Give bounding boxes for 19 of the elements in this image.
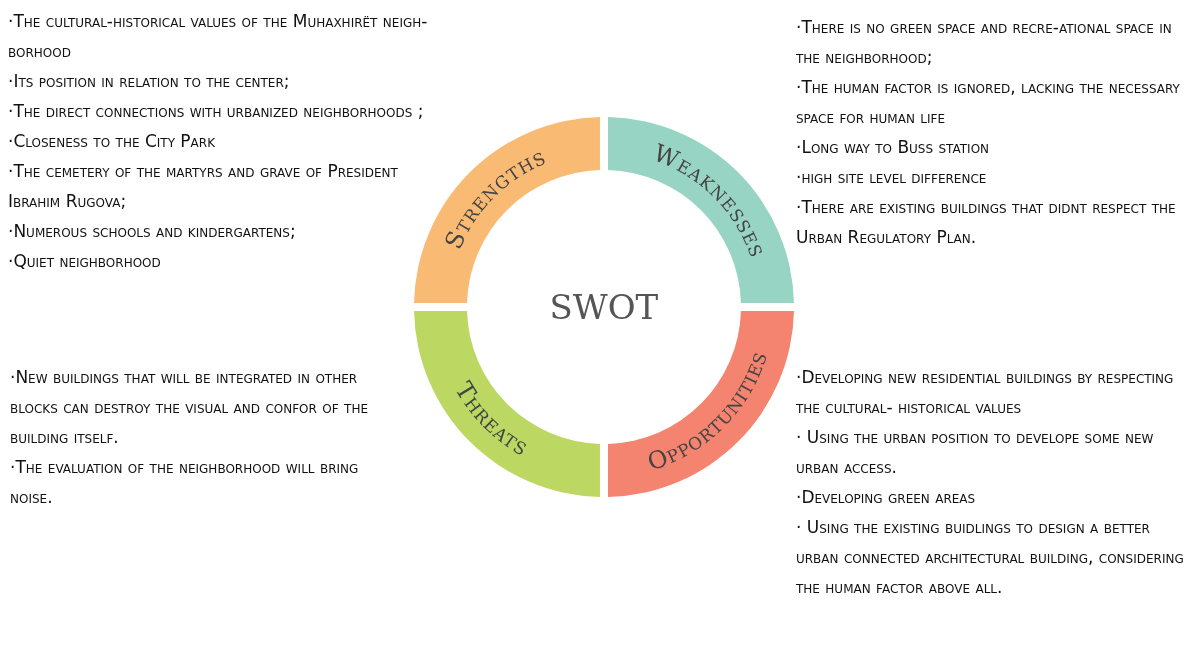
- bullet-text: ·Quiet neighborhood: [8, 250, 162, 273]
- bullet-text: ·There is no green space and recre-ational space in the neighborhood;: [796, 16, 1173, 69]
- bullet-text: ·Its position in relation to the center;: [8, 70, 291, 93]
- bullet-text: ·Developing new residential buildings by respecting the cultural- historical values: [796, 366, 1175, 419]
- bullet-text: ·The evaluation of the neighborhood will bring noise.: [10, 456, 360, 509]
- bullet-text: ·The direct connections with urbanized neighborhoods ;: [8, 100, 425, 123]
- bullet-text: · Using the urban position to develope some new urban access.: [796, 426, 1155, 479]
- bullet-text: ·The cultural-historical values of the Muhaxhirët neigh-borhood: [8, 10, 429, 63]
- bullet-text: ·Developing green areas: [796, 486, 977, 509]
- bullet-text: ·Closeness to the City Park: [8, 130, 217, 153]
- bullet-text: · Using the existing buidlings to design a better urban connected architectural building, considering the human factor above all.: [796, 516, 1185, 599]
- bullet-text: ·There are existing buildings that didnt respect the Urban Regulatory Plan.: [796, 196, 1177, 249]
- bullet-text: ·Long way to Buss station: [796, 136, 991, 159]
- bullet-text: ·The human factor is ignored, lacking the necessary space for human life: [796, 76, 1181, 129]
- bullet-text: ·high site level difference: [796, 166, 988, 189]
- bullet-text: ·New buildings that will be integrated in other blocks can destroy the visual and confor of the building itself.: [10, 366, 369, 449]
- bullet-text: ·The cemetery of the martyrs and grave of President Ibrahim Rugova;: [8, 160, 399, 213]
- bullet-text: ·Numerous schools and kindergartens;: [8, 220, 297, 243]
- center-title: SWOT: [549, 287, 659, 327]
